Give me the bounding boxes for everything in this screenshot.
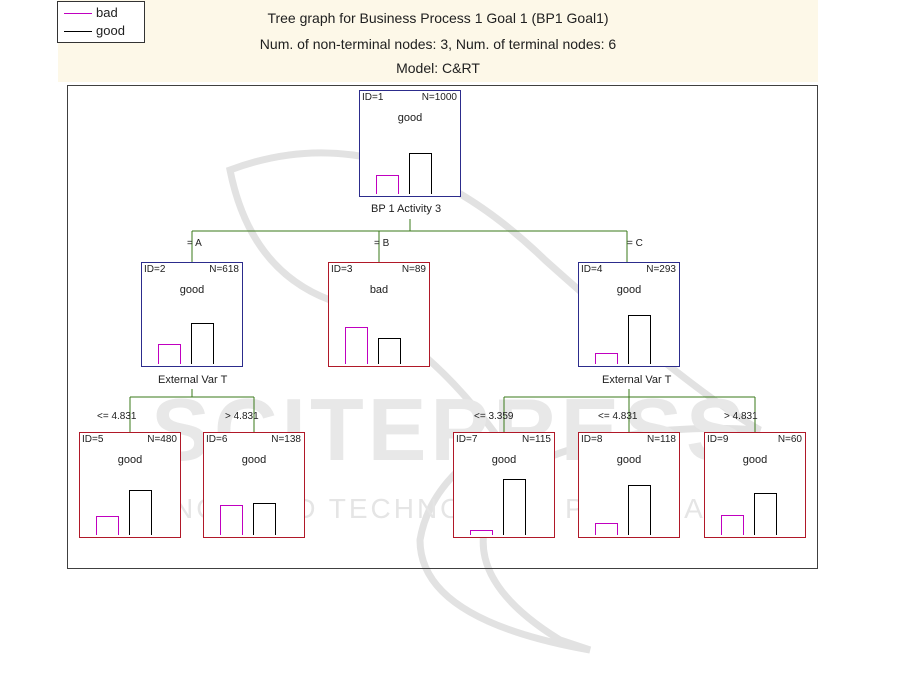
edge-label-n6: > 4.831	[225, 411, 259, 422]
edge-label-n7: <= 3.359	[474, 411, 514, 422]
legend-label-good: good	[96, 23, 125, 38]
tree-node-4[interactable]: ID=4 N=293 good	[578, 262, 680, 367]
node-class: good	[397, 112, 423, 124]
node-id: ID=6	[206, 434, 228, 445]
tree-frame	[67, 85, 818, 569]
node-id: ID=7	[456, 434, 478, 445]
node-n: N=618	[209, 264, 239, 275]
node-class: good	[491, 454, 517, 466]
split-label-n4: External Var T	[600, 374, 674, 386]
tree-node-6[interactable]: ID=6 N=138 good	[203, 432, 305, 538]
histogram-bar-bad	[158, 344, 181, 364]
legend-item-bad: bad	[62, 5, 142, 21]
histogram-bar-good	[754, 493, 777, 535]
legend: bad good	[57, 1, 145, 43]
histogram-bar-bad	[595, 353, 618, 364]
node-id: ID=5	[82, 434, 104, 445]
node-n: N=60	[777, 434, 802, 445]
histogram-bar-good	[409, 153, 432, 194]
histogram-bar-bad	[96, 516, 119, 535]
tree-node-3[interactable]: ID=3 N=89 bad	[328, 262, 430, 367]
legend-label-bad: bad	[96, 5, 118, 20]
histogram-bar-good	[191, 323, 214, 364]
edge-label-b: = B	[374, 238, 390, 249]
tree-node-1[interactable]: ID=1 N=1000 good	[359, 90, 461, 197]
edge-label-c: = C	[627, 238, 643, 249]
node-n: N=118	[646, 434, 676, 445]
split-label-n2: External Var T	[156, 374, 230, 386]
edge-label-n5: <= 4.831	[97, 411, 137, 422]
node-id: ID=1	[362, 92, 384, 103]
node-n: N=115	[521, 434, 551, 445]
tree-node-8[interactable]: ID=8 N=118 good	[578, 432, 680, 538]
tree-node-5[interactable]: ID=5 N=480 good	[79, 432, 181, 538]
tree-node-7[interactable]: ID=7 N=115 good	[453, 432, 555, 538]
node-id: ID=2	[144, 264, 166, 275]
node-class: good	[117, 454, 143, 466]
node-class: good	[616, 284, 642, 296]
edge-label-n9: > 4.831	[724, 411, 758, 422]
node-n: N=480	[147, 434, 177, 445]
histogram-bar-good	[628, 485, 651, 535]
title-band: Tree graph for Business Process 1 Goal 1…	[58, 0, 818, 82]
histogram-bar-good	[378, 338, 401, 364]
split-label-root: BP 1 Activity 3	[369, 203, 444, 215]
chart-subtitle: Num. of non-terminal nodes: 3, Num. of t…	[259, 36, 617, 52]
node-id: ID=3	[331, 264, 353, 275]
histogram-bar-bad	[345, 327, 368, 364]
edge-label-a: = A	[187, 238, 202, 249]
node-n: N=138	[271, 434, 301, 445]
histogram-bar-bad	[721, 515, 744, 535]
node-n: N=1000	[421, 92, 457, 103]
histogram-bar-good	[628, 315, 651, 364]
legend-item-good: good	[62, 23, 142, 39]
histogram-bar-bad	[595, 523, 618, 535]
node-id: ID=4	[581, 264, 603, 275]
legend-swatch-bad	[64, 13, 92, 14]
histogram-bar-bad	[470, 530, 493, 535]
tree-node-9[interactable]: ID=9 N=60 good	[704, 432, 806, 538]
node-class: good	[241, 454, 267, 466]
legend-swatch-good	[64, 31, 92, 32]
node-n: N=89	[401, 264, 426, 275]
node-class: good	[179, 284, 205, 296]
histogram-bar-bad	[220, 505, 243, 535]
node-class: bad	[369, 284, 389, 296]
model-label: Model: C&RT	[396, 60, 480, 76]
node-n: N=293	[646, 264, 676, 275]
histogram-bar-good	[503, 479, 526, 535]
node-class: good	[742, 454, 768, 466]
histogram-bar-good	[129, 490, 152, 535]
node-id: ID=9	[707, 434, 729, 445]
histogram-bar-good	[253, 503, 276, 535]
chart-title: Tree graph for Business Process 1 Goal 1…	[267, 10, 609, 26]
node-class: good	[616, 454, 642, 466]
tree-node-2[interactable]: ID=2 N=618 good	[141, 262, 243, 367]
edge-label-n8: <= 4.831	[598, 411, 638, 422]
node-id: ID=8	[581, 434, 603, 445]
histogram-bar-bad	[376, 175, 399, 194]
